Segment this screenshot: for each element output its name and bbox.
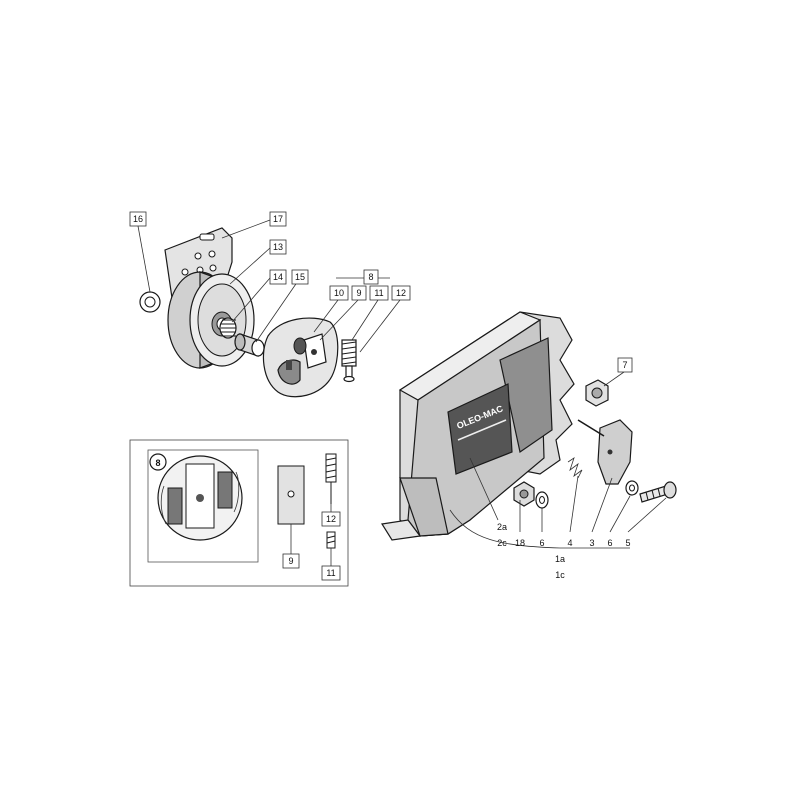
callout-18: 18 (515, 538, 525, 548)
inset-callout-9: 9 (282, 553, 300, 569)
part-6-washer-left (535, 491, 549, 509)
callout-8: 8 (363, 269, 379, 285)
leader-lines-clutch (137, 219, 401, 353)
svg-text:17: 17 (273, 214, 283, 224)
svg-text:11: 11 (374, 288, 383, 298)
svg-text:6: 6 (607, 538, 612, 548)
callout-1c: 1c (555, 570, 565, 580)
svg-text:9: 9 (288, 556, 293, 566)
part-15-bushing (234, 333, 265, 357)
svg-text:10: 10 (334, 288, 344, 298)
svg-text:2a: 2a (497, 522, 507, 532)
svg-text:12: 12 (396, 288, 406, 298)
callout-17: 17 (269, 211, 287, 227)
svg-text:3: 3 (589, 538, 594, 548)
part-11-pin (343, 365, 355, 383)
svg-text:13: 13 (273, 242, 283, 252)
callout-13: 13 (269, 239, 287, 255)
callout-11: 11 (369, 285, 389, 301)
callout-14: 14 (269, 269, 287, 285)
callout-4: 4 (567, 538, 572, 548)
callout-9: 9 (351, 285, 367, 301)
callout-12: 12 (391, 285, 411, 301)
callout-5: 5 (625, 538, 630, 548)
svg-text:5: 5 (625, 538, 630, 548)
part-18-nut (513, 481, 535, 507)
callout-6-right: 6 (607, 538, 612, 548)
svg-text:8: 8 (155, 458, 160, 468)
callout-3: 3 (589, 538, 594, 548)
part-14-needle-bearing (219, 317, 237, 339)
svg-text:11: 11 (326, 568, 335, 578)
callout-2c: 2c (497, 538, 507, 548)
callout-10: 10 (329, 285, 349, 301)
callout-6-left: 6 (539, 538, 544, 548)
part-10-clutch-shoes (262, 317, 339, 398)
svg-text:15: 15 (295, 272, 305, 282)
inset-detail-panel (129, 439, 349, 587)
part-1-chain-cover (381, 311, 575, 541)
inset-callout-11: 11 (321, 565, 341, 581)
svg-text:9: 9 (356, 288, 361, 298)
svg-text:2c: 2c (497, 538, 507, 548)
inset-callout-12: 12 (321, 511, 341, 527)
svg-text:1a: 1a (555, 554, 565, 564)
callout-7: 7 (617, 357, 633, 373)
svg-text:14: 14 (273, 272, 283, 282)
part-12-spring (341, 339, 357, 367)
inset-callout-8: 8 (149, 453, 167, 471)
part-5-bolt (639, 481, 677, 503)
svg-text:6: 6 (539, 538, 544, 548)
leader-lines-cover (449, 371, 667, 549)
callout-1a: 1a (555, 554, 565, 564)
callout-2a: 2a (497, 522, 507, 532)
part-3-brake-lever (577, 419, 633, 485)
part-6-washer-right (625, 480, 639, 496)
svg-text:8: 8 (368, 272, 373, 282)
svg-text:4: 4 (567, 538, 572, 548)
part-13-clutch-drum (167, 271, 255, 369)
svg-text:16: 16 (133, 214, 143, 224)
svg-text:18: 18 (515, 538, 525, 548)
svg-text:1c: 1c (555, 570, 565, 580)
callout-15: 15 (291, 269, 309, 285)
svg-text:12: 12 (326, 514, 336, 524)
part-7-nut (585, 379, 609, 407)
part-4-spring (567, 457, 583, 479)
callout-16: 16 (129, 211, 147, 227)
part-16-washer (139, 291, 161, 313)
svg-text:7: 7 (622, 360, 627, 370)
